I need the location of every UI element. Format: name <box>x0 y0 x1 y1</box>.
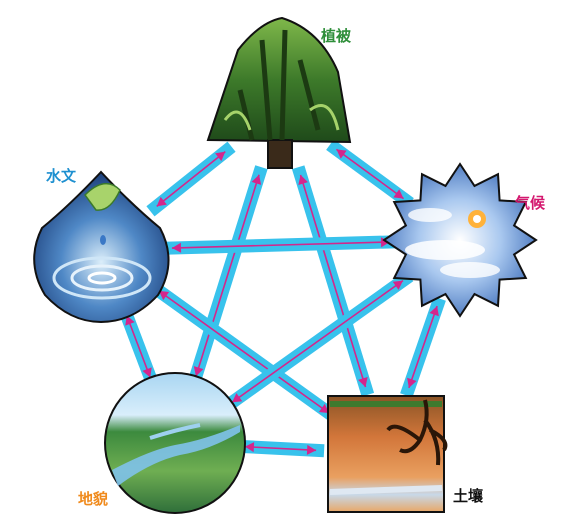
link-vegetation-climate <box>330 145 410 204</box>
hydrology-image <box>34 172 168 322</box>
link-hydrology-climate <box>164 237 398 253</box>
link-arrow-line <box>157 152 226 207</box>
soil-image <box>328 396 445 512</box>
soil-label: 土壤 <box>453 485 483 506</box>
landform-image <box>105 373 245 513</box>
link-arrow-line <box>127 315 150 377</box>
link-arrow-line <box>301 175 366 387</box>
landform-label: 地貌 <box>78 488 108 509</box>
climate-label: 气候 <box>515 192 545 213</box>
vegetation-label: 植被 <box>321 25 351 46</box>
link-vegetation-soil <box>298 167 368 394</box>
link-arrow-line <box>232 281 403 403</box>
link-landform-soil <box>237 442 324 455</box>
link-climate-soil <box>406 299 439 396</box>
hydrology-label: 水文 <box>46 165 76 186</box>
link-hydrology-landform <box>124 308 153 385</box>
climate-image <box>384 164 536 316</box>
link-climate-landform <box>225 276 409 407</box>
link-vegetation-hydrology <box>150 147 231 212</box>
link-arrow-line <box>336 149 403 198</box>
link-arrow-line <box>409 306 437 388</box>
